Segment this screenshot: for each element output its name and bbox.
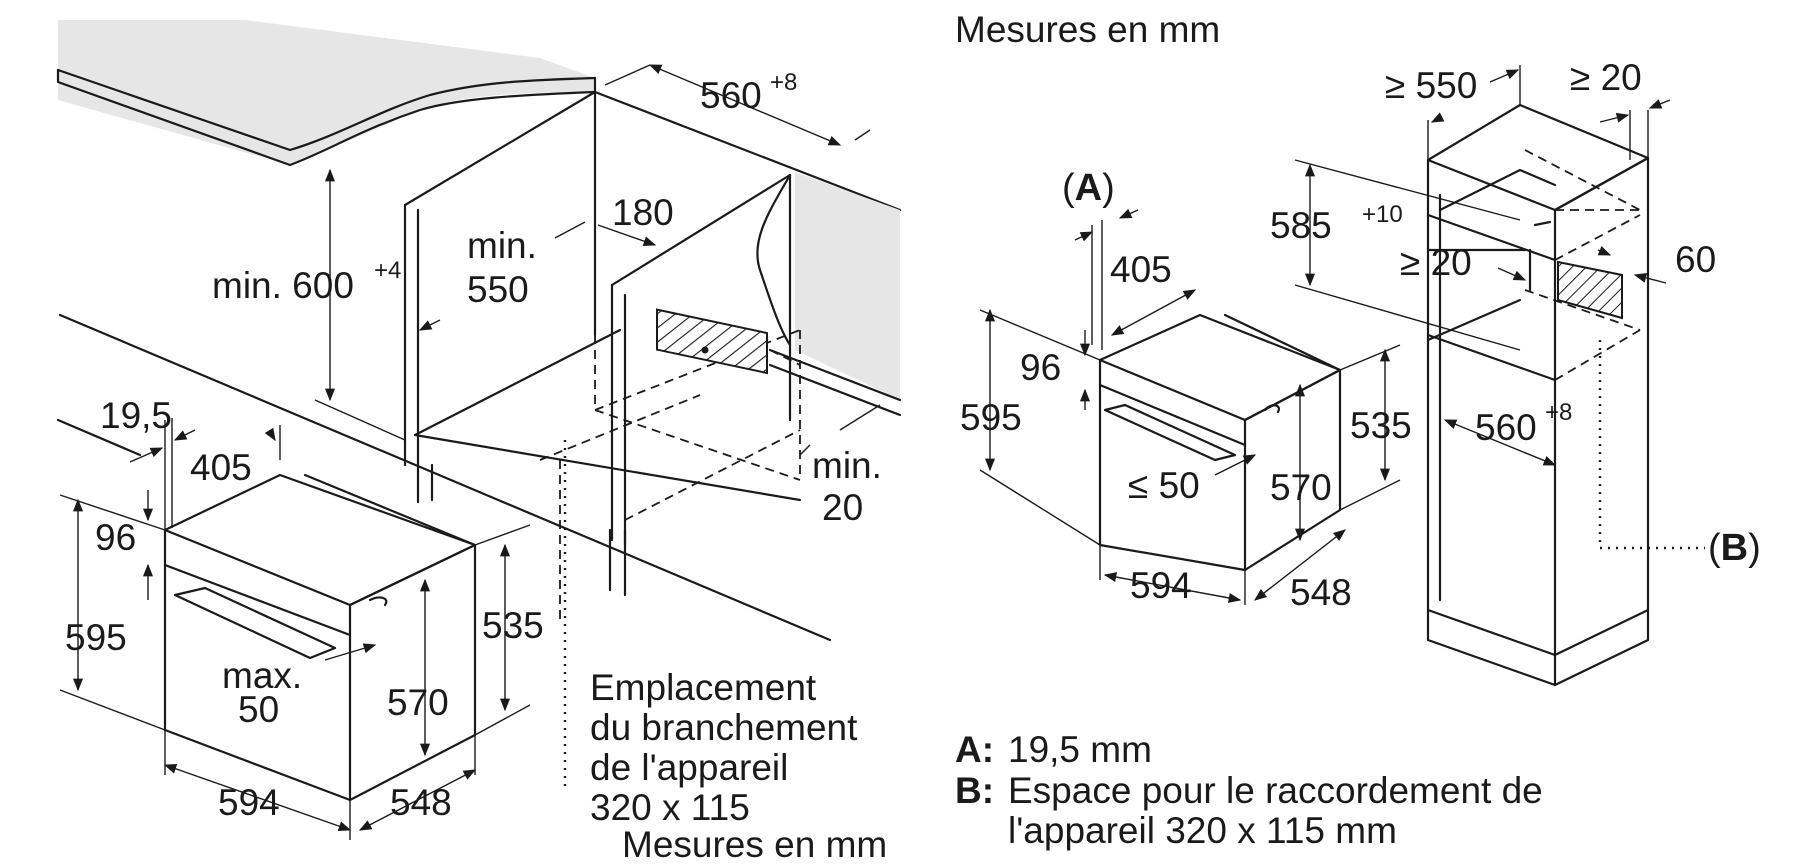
inner-height-label: 570 (387, 682, 449, 723)
connection-line-1: Emplacement (590, 667, 817, 708)
connection-note: Emplacement du branchement de l'appareil… (590, 667, 887, 865)
niche-cabinet (56, 90, 902, 790)
tall-cabinet-dimensions: ≥ 550 ≥ 20 585 +10 ≥ 20 60 560 +8 (B) (1270, 57, 1761, 569)
right-body-height-label: 535 (1350, 405, 1412, 446)
legend-a-text: 19,5 mm (1008, 729, 1152, 770)
niche-width-label: 560 (700, 75, 762, 116)
front-thickness-label: 19,5 (100, 395, 172, 436)
cabinet-depth-label: ≥ 550 (1385, 65, 1477, 106)
niche-depth-min: min. (467, 225, 537, 266)
panel-height-label: 96 (95, 517, 136, 558)
tall-cabinet (1426, 103, 1705, 687)
right-panel-height-label: 96 (1020, 347, 1061, 388)
socket-offset-label: 180 (612, 192, 674, 233)
front-width-label: 594 (218, 782, 280, 823)
cabinet-niche-width-label: 560 (1475, 407, 1537, 448)
oven-left-dimensions: 19,5 405 96 595 max. 50 570 535 594 548 (59, 395, 544, 840)
front-height-label: 595 (65, 617, 127, 658)
handle-max: max. (222, 655, 302, 696)
body-depth-label: 548 (390, 782, 452, 823)
legend-b-key: B: (955, 770, 994, 811)
niche-depth-label: 550 (467, 269, 529, 310)
niche-width-tolerance: +8 (770, 69, 797, 96)
legend-a-key: A: (955, 729, 994, 770)
legend-b-text: Espace pour le raccordement de (1008, 770, 1543, 811)
oven-left (163, 473, 477, 802)
connection-line-3: de l'appareil (590, 747, 788, 788)
right-inner-height-label: 570 (1270, 467, 1332, 508)
door-depth-label: 405 (190, 447, 252, 488)
right-front-height-label: 595 (960, 397, 1022, 438)
rear-gap-label: 20 (822, 487, 863, 528)
legend: A: 19,5 mm B: Espace pour le raccordemen… (955, 729, 1543, 851)
right-body-depth-label: 548 (1290, 572, 1352, 613)
worktop-height-tolerance: +4 (374, 257, 401, 284)
right-door-depth-label: 405 (1110, 249, 1172, 290)
niche-dimensions: min. 600 +4 560 +8 min. 550 180 min. 20 (212, 64, 882, 528)
niche-height-tolerance: +10 (1362, 201, 1403, 228)
label-a: (A) (1062, 167, 1115, 209)
cabinet-rear-gap-label: ≥ 20 (1570, 57, 1642, 98)
left-unit-note: Mesures en mm (622, 824, 887, 865)
right-handle-label: ≤ 50 (1128, 465, 1200, 506)
right-unit-note: Mesures en mm (955, 9, 1220, 50)
vent-label: 60 (1675, 239, 1716, 280)
body-height-label: 535 (482, 605, 544, 646)
legend-b-text-2: l'appareil 320 x 115 mm (1008, 810, 1397, 851)
worktop (56, 20, 597, 167)
right-front-width-label: 594 (1130, 565, 1192, 606)
shelf-gap-label: ≥ 20 (1400, 242, 1472, 283)
oven-right-dimensions: (A) 405 96 595 535 ≤ 50 570 594 548 (960, 167, 1412, 613)
niche-height-label: 585 (1270, 205, 1332, 246)
handle-label: 50 (238, 689, 279, 730)
connection-line-4: 320 x 115 (590, 787, 750, 828)
rear-gap-min: min. (812, 445, 882, 486)
label-b: (B) (1708, 527, 1761, 569)
connection-line-2: du branchement (590, 707, 858, 748)
worktop-height-label: min. 600 (212, 265, 354, 306)
cabinet-niche-width-tolerance: +8 (1545, 399, 1572, 426)
oven-right (1098, 313, 1342, 572)
